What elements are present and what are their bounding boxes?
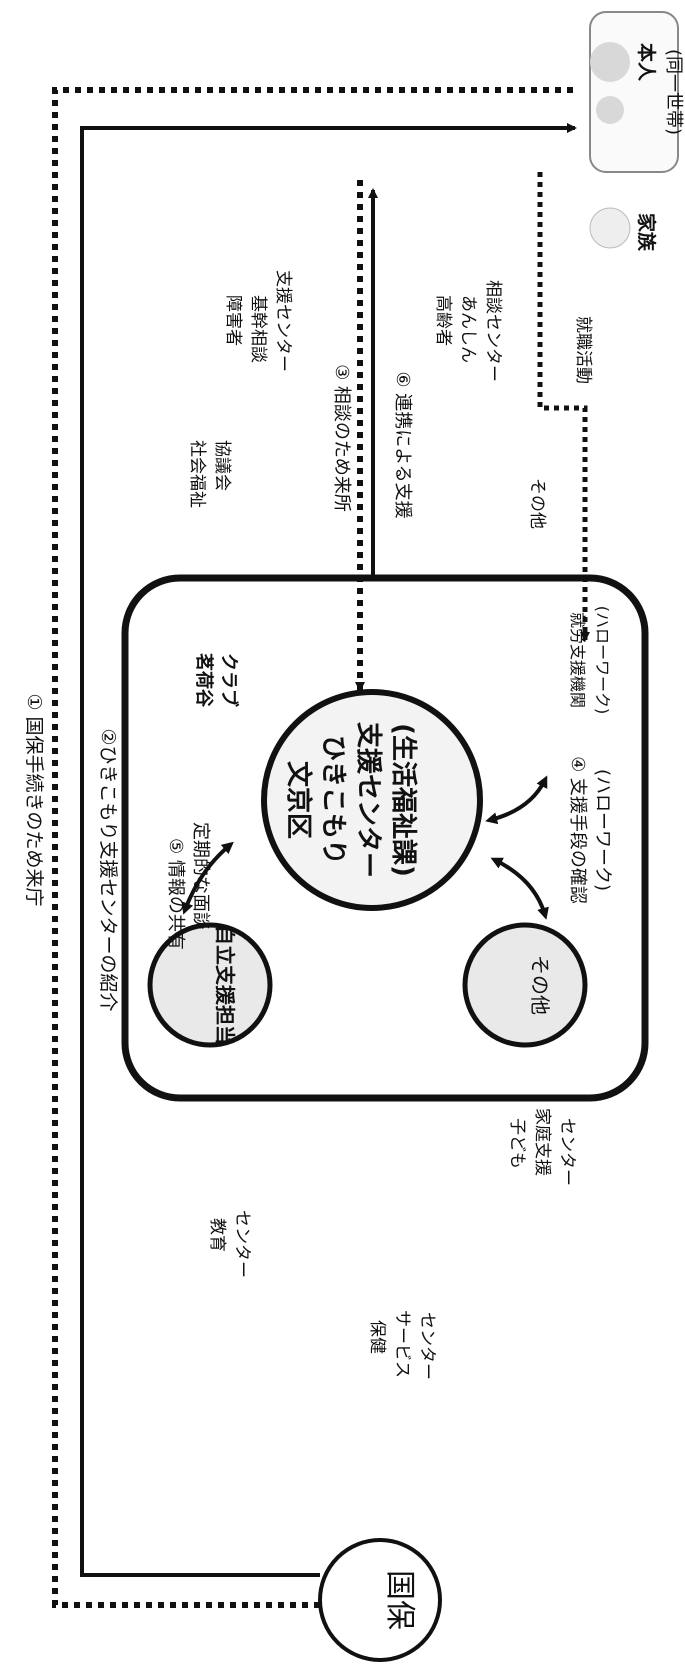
independence-support-circle <box>147 922 273 1048</box>
svg-text:社会福祉: 社会福祉 <box>187 440 207 508</box>
hikikomori-center-text: 文京区 ひきこもり 支援センター (生活福祉課) <box>283 722 419 878</box>
flow-6-label: ⑥ 連携による支援 <box>392 371 413 518</box>
svg-text:支援センター: 支援センター <box>273 270 293 372</box>
svg-text:子ども: 子ども <box>507 1118 527 1169</box>
svg-text:センター: センター <box>557 1118 577 1186</box>
self-label: 本人 <box>635 43 658 82</box>
job-hunting-label: 就職活動 <box>573 316 593 384</box>
job-agency-arrow <box>485 775 548 825</box>
flow-1-path <box>52 87 575 1608</box>
svg-text:サービス: サービス <box>392 1310 412 1378</box>
club-label-1: 茗荷谷 <box>193 653 215 708</box>
health-center-label: 保健 サービス センター <box>367 1310 437 1380</box>
flow-5-arrow <box>181 841 234 915</box>
kokuho-label: 国保 <box>382 1570 417 1630</box>
flow-5-label-2: 定期的な面談 <box>190 822 211 930</box>
child-family-center-label: 子ども 家庭支援 センター <box>507 1108 577 1186</box>
flow-3-label: ③ 相談のため来所 <box>331 364 352 512</box>
svg-text:あんしん: あんしん <box>458 295 478 363</box>
svg-text:障害者: 障害者 <box>223 295 243 346</box>
center-line-1: 文京区 <box>283 761 314 839</box>
family-label: 家族 <box>635 213 658 252</box>
flow-4-label-1: ④ 支援手段の確認 <box>567 756 588 904</box>
social-welfare-label: 社会福祉 協議会 <box>187 440 232 508</box>
flow-1-label: ① 国保手続きのため来庁 <box>23 693 45 906</box>
hikikomori-center-circle <box>261 689 483 911</box>
svg-text:基幹相談: 基幹相談 <box>248 295 269 363</box>
person-family-figure <box>589 207 631 249</box>
svg-text:家庭支援: 家庭支援 <box>532 1108 552 1176</box>
club-label-2: クラブ <box>218 653 240 707</box>
household-note: (同一世帯) <box>663 49 684 135</box>
kokuho-circle <box>318 1538 442 1662</box>
support-center-frame <box>121 574 649 1102</box>
other-circle-label: その他 <box>528 955 552 1015</box>
other-circle <box>462 922 588 1048</box>
svg-text:教育: 教育 <box>207 1218 227 1252</box>
job-agency-label-1: 就労支援機関 <box>568 612 587 708</box>
outside-other-label: その他 <box>527 478 547 529</box>
svg-text:高齢者: 高齢者 <box>433 295 453 346</box>
flow-5-label-1: ⑤ 情報の共有 <box>165 838 186 950</box>
education-center-label: 教育 センター <box>207 1210 252 1278</box>
job-hunting-path <box>537 172 590 642</box>
job-agency-label-2: (ハローワーク) <box>593 606 612 715</box>
svg-text:センター: センター <box>232 1210 252 1278</box>
independence-support-label: 自立支援担当 <box>213 925 237 1045</box>
disability-center-label: 障害者 基幹相談 支援センター <box>223 270 293 372</box>
center-line-4: (生活福祉課) <box>388 723 419 877</box>
svg-text:相談センター: 相談センター <box>483 280 503 382</box>
elderly-center-label: 高齢者 あんしん 相談センター <box>433 280 503 382</box>
center-line-3: 支援センター <box>353 722 383 878</box>
svg-text:センター: センター <box>417 1312 437 1380</box>
flow-4-label-2: (ハローワーク) <box>592 769 613 891</box>
svg-text:保健: 保健 <box>367 1320 387 1354</box>
other-arrow <box>490 857 549 920</box>
person-self-figure-body <box>596 96 624 124</box>
center-line-2: ひきこもり <box>318 735 348 865</box>
flow-2-path <box>80 123 577 1577</box>
svg-text:協議会: 協議会 <box>212 440 232 491</box>
person-self-figure <box>590 42 630 82</box>
flow-2-label: ②ひきこもり支援センターの紹介 <box>97 728 119 1011</box>
